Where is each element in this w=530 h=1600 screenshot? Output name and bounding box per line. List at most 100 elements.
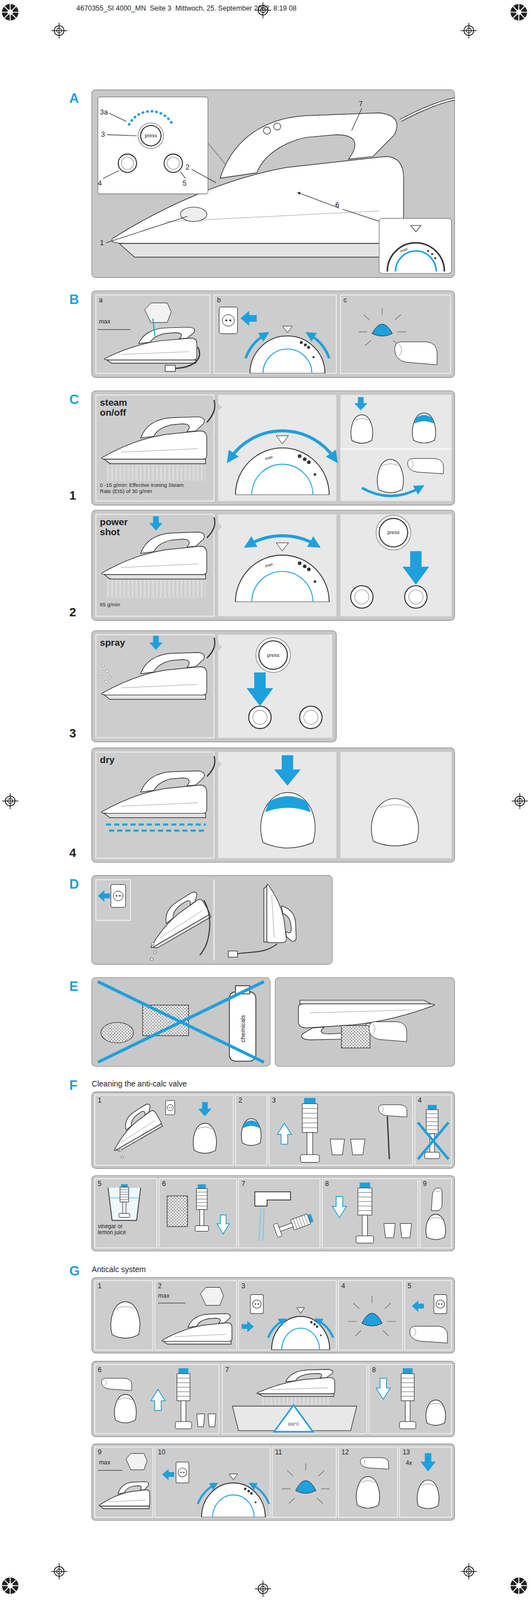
illustration-use (250, 1293, 264, 1313)
step-number: 3 (272, 1096, 277, 1104)
step-number: 5 (407, 1282, 412, 1289)
illustration-rect (167, 1195, 188, 1227)
fill-mark: max (98, 318, 111, 325)
section-letter: A (69, 91, 79, 105)
illustration-rect (420, 1178, 452, 1248)
illustration-use (402, 550, 430, 585)
step-cell: 4 (415, 1094, 452, 1165)
illustration-circle (431, 252, 434, 255)
illustration-use (1, 3, 19, 21)
illustration-use (360, 1457, 389, 1469)
illustration-path (128, 111, 173, 125)
illustration-path (106, 216, 188, 243)
mode-heading: dry (100, 755, 115, 765)
illustration-use (250, 326, 325, 374)
illustration-g (273, 1211, 315, 1238)
illustration-rect (275, 977, 455, 1067)
step-cell: 3 (268, 1094, 413, 1165)
callout-number: 2 (185, 163, 190, 171)
illustration-use (412, 412, 436, 443)
illustration-use (201, 1473, 266, 1517)
illustration-rect (95, 395, 214, 502)
illustration-path (197, 1484, 215, 1504)
illustration-use (256, 1368, 335, 1397)
illustration-circle (118, 153, 137, 173)
illustration-use (420, 1452, 436, 1472)
step-number: 10 (157, 1448, 165, 1455)
illustration-use (426, 1213, 446, 1240)
illustration-circle (108, 676, 112, 679)
step-number: 13 (402, 1448, 410, 1455)
illustration-use (240, 310, 257, 326)
illustration-path (206, 400, 215, 423)
illustration-path (417, 1122, 449, 1159)
illustration-circle (151, 942, 155, 945)
illustration-circle (138, 122, 164, 149)
step-number: 2 (157, 1282, 162, 1289)
illustration-path (180, 171, 186, 179)
illustration-use (330, 1138, 365, 1155)
illustration-use (51, 1562, 68, 1579)
illustration-rect (95, 751, 214, 858)
step-number: 1 (97, 1282, 102, 1289)
step-number: 4 (417, 1096, 422, 1104)
step-cell: power shot65 g/min (95, 513, 214, 617)
step-cell: 10 (155, 1446, 270, 1518)
illustration-rect (272, 1446, 337, 1518)
illustration-g (150, 942, 157, 960)
illustration-rect (340, 395, 452, 502)
illustration-g (137, 889, 212, 950)
illustration-use (111, 884, 126, 908)
illustration-use (399, 1367, 416, 1429)
illustration-use (218, 307, 238, 334)
illustration-circle (121, 157, 134, 170)
illustration-use (104, 327, 197, 364)
step-cell: c (340, 295, 451, 374)
illustration-use (165, 1100, 175, 1115)
step-cell: 5 (404, 1280, 452, 1350)
step-cell: 11 (272, 1446, 337, 1518)
illustration-rect (341, 1025, 370, 1048)
illustration-rect (158, 1178, 237, 1248)
step-number: c (343, 296, 347, 304)
illustration-g (213, 400, 223, 772)
illustration-rect (106, 579, 207, 598)
illustration-rect (95, 1094, 234, 1165)
illustration-path (152, 318, 155, 337)
callout-number: 1 (100, 238, 104, 247)
illustration-circle (427, 250, 430, 253)
illustration-g (263, 883, 297, 943)
illustration-use (101, 416, 207, 464)
illustration-circle (248, 706, 272, 729)
button-label: press (267, 652, 280, 658)
illustration-use (151, 1388, 165, 1410)
illustration-path (310, 334, 330, 358)
step-cell: 1 (95, 1094, 234, 1165)
illustration-path (361, 487, 420, 497)
illustration-rect (91, 1360, 455, 1437)
illustration-circle (118, 1148, 122, 1151)
illustration-path (268, 1320, 284, 1338)
illustration-use (332, 1196, 347, 1218)
illustration-use (200, 1286, 224, 1305)
illustration-rect (228, 950, 238, 957)
step-number: 6 (162, 1180, 167, 1187)
illustration-use (246, 672, 274, 707)
illustration-rect (368, 1363, 452, 1434)
illustration-use (353, 396, 368, 410)
illustration-use (198, 1101, 212, 1117)
illustration-use (149, 516, 163, 531)
illustration-rect (404, 1280, 452, 1350)
illustration-use (97, 890, 110, 902)
button-label: press (387, 530, 400, 535)
illustration-rect (238, 1178, 320, 1248)
step-cell: 6 (158, 1178, 237, 1248)
illustration-g (411, 1300, 424, 1312)
illustration-use (114, 1393, 137, 1423)
illustration-path (258, 1207, 264, 1241)
illustration-circle (252, 710, 268, 725)
step-cell: 6 (95, 1363, 220, 1434)
callout-number: 5 (182, 179, 187, 187)
illustration-g (277, 1122, 292, 1144)
